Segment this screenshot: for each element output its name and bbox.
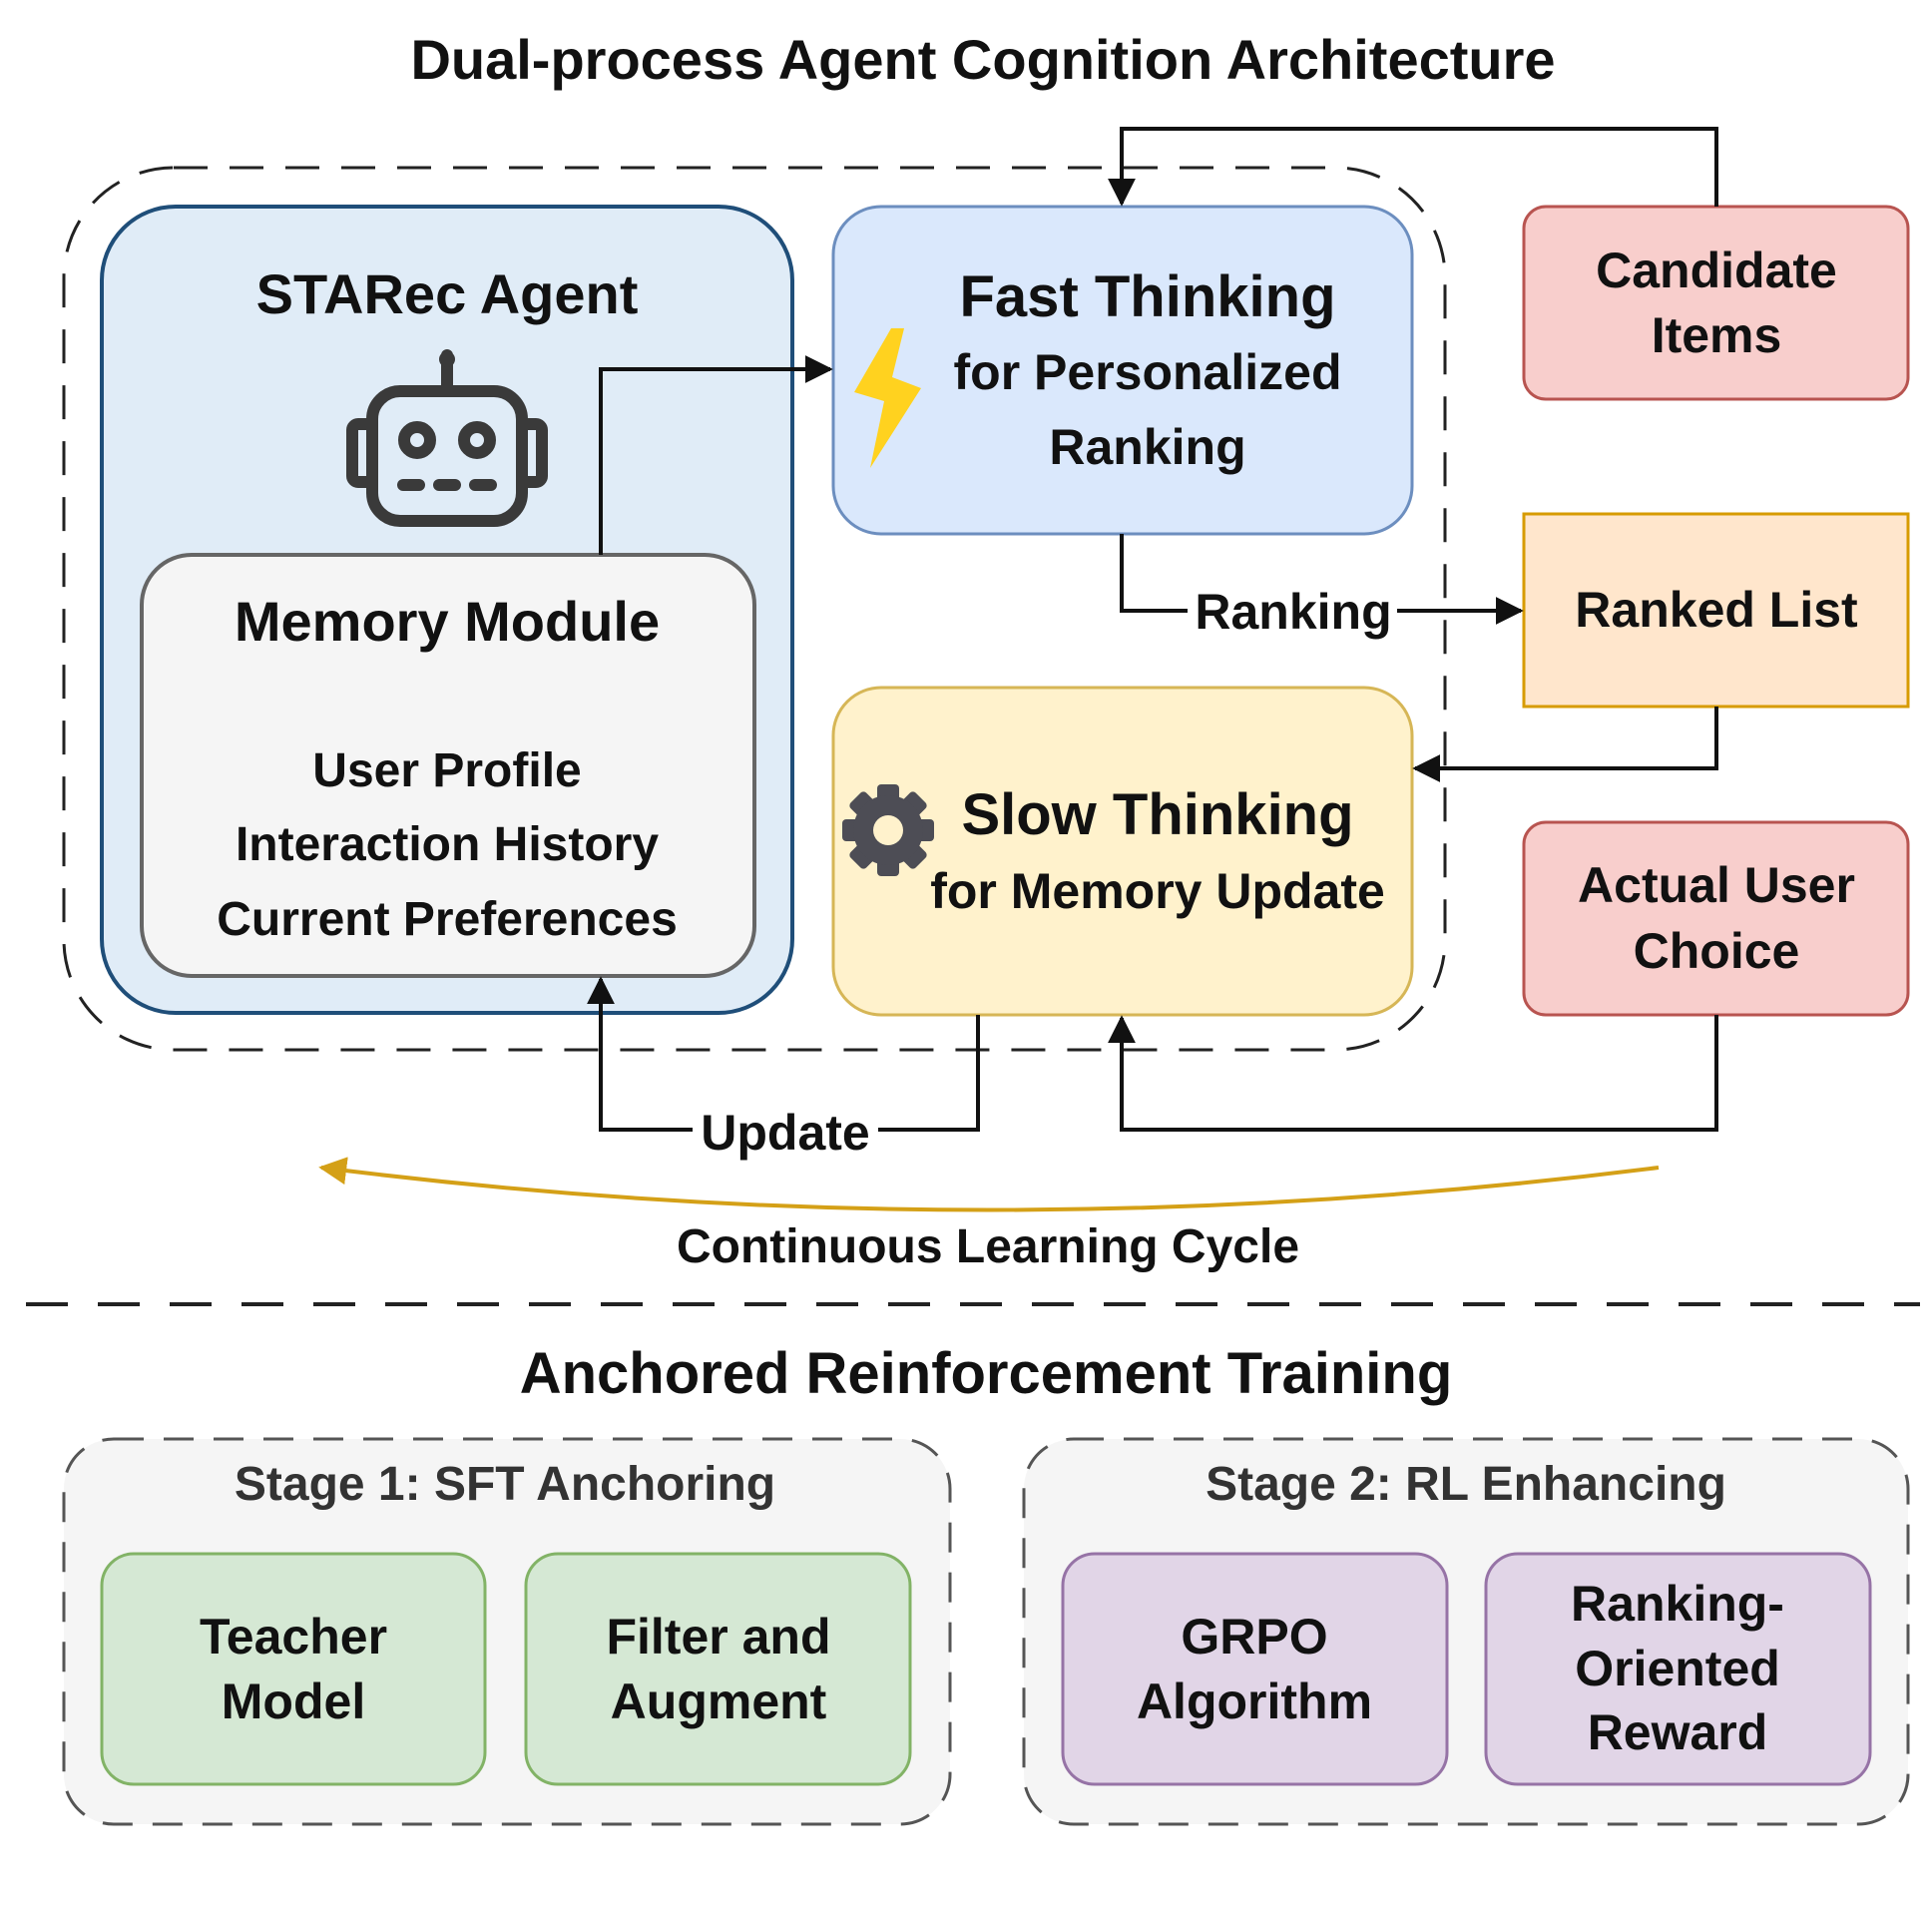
candidate-items-box — [1522, 205, 1910, 401]
ranking-reward-label-line1: Ranking- — [1571, 1576, 1784, 1632]
grpo-algorithm-label-line1: GRPO — [1181, 1609, 1327, 1665]
actual-user-choice-label-line2: Choice — [1634, 923, 1800, 979]
filter-augment-box — [524, 1552, 912, 1786]
edge-fast-to-ranking-label — [1120, 534, 1188, 613]
robot-icon — [346, 349, 548, 527]
edge-ranked-list-to-slow — [1412, 707, 1718, 782]
diagram-title: Dual-process Agent Cognition Architectur… — [410, 28, 1555, 91]
ranking-edge-label: Ranking — [1195, 584, 1391, 640]
ranking-reward-label-line2: Oriented — [1575, 1641, 1780, 1696]
fast-thinking-subtitle-line2: Ranking — [1049, 419, 1245, 475]
candidate-items-label-line2: Items — [1652, 307, 1782, 363]
stage2-title: Stage 2: RL Enhancing — [1206, 1458, 1726, 1511]
memory-item-interaction-history: Interaction History — [236, 818, 659, 871]
edge-choice-to-slow — [1108, 1015, 1718, 1132]
continuous-learning-cycle-label: Continuous Learning Cycle — [677, 1220, 1299, 1273]
fast-thinking-subtitle-line1: for Personalized — [954, 344, 1342, 400]
memory-module-box — [140, 553, 756, 978]
memory-module-title: Memory Module — [235, 590, 660, 653]
teacher-model-label-line2: Model — [222, 1673, 365, 1729]
training-title: Anchored Reinforcement Training — [520, 1341, 1453, 1406]
stage1-title: Stage 1: SFT Anchoring — [235, 1458, 775, 1511]
lightning-icon — [854, 328, 921, 468]
slow-thinking-subtitle: for Memory Update — [930, 863, 1385, 919]
filter-augment-label-line1: Filter and — [606, 1609, 830, 1665]
agent-group-dashed-border — [62, 166, 1447, 1052]
ranking-reward-label-line3: Reward — [1588, 1704, 1768, 1760]
ranking-reward-box — [1484, 1552, 1872, 1786]
edge-update-to-memory — [587, 976, 693, 1132]
continuous-learning-cycle-arrow — [318, 1157, 1660, 1212]
starec-agent-title: STARec Agent — [256, 262, 639, 325]
edge-memory-to-fast — [599, 355, 833, 555]
update-edge-label: Update — [701, 1105, 869, 1161]
edge-slow-to-update-label — [878, 1015, 980, 1132]
slow-thinking-box — [831, 686, 1414, 1017]
grpo-algorithm-label-line2: Algorithm — [1137, 1673, 1372, 1729]
candidate-items-label-line1: Candidate — [1596, 242, 1837, 298]
actual-user-choice-label-line1: Actual User — [1578, 857, 1855, 913]
gear-icon — [842, 784, 934, 876]
ranked-list-box — [1522, 512, 1910, 709]
teacher-model-label-line1: Teacher — [200, 1609, 387, 1665]
grpo-algorithm-box — [1061, 1552, 1449, 1786]
edge-candidates-to-fast — [1108, 127, 1718, 207]
ranked-list-label: Ranked List — [1575, 582, 1858, 638]
slow-thinking-title: Slow Thinking — [961, 782, 1353, 847]
memory-item-user-profile: User Profile — [312, 744, 581, 797]
memory-item-current-preferences: Current Preferences — [217, 893, 678, 946]
teacher-model-box — [100, 1552, 487, 1786]
fast-thinking-title: Fast Thinking — [960, 264, 1336, 329]
actual-user-choice-box — [1522, 820, 1910, 1017]
filter-augment-label-line2: Augment — [611, 1673, 827, 1729]
